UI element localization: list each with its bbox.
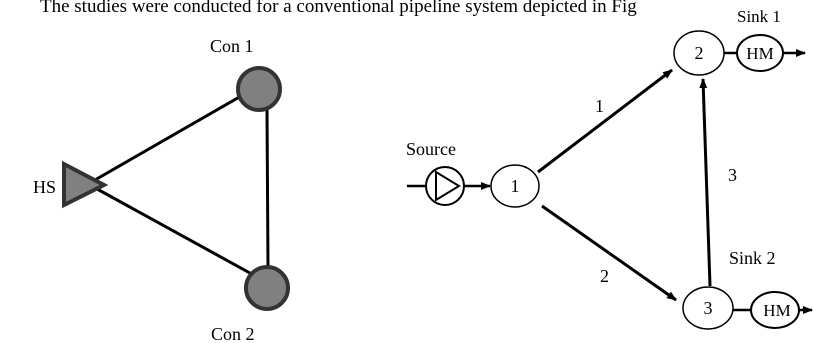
con1-node (236, 66, 282, 112)
pipe-1 (537, 68, 673, 174)
pipe-1-label: 1 (595, 96, 604, 116)
sink2-label: Sink 2 (729, 248, 776, 268)
header-text: The studies were conducted for a convent… (40, 0, 637, 17)
sink1-label: Sink 1 (737, 7, 781, 26)
pipe-3 (699, 78, 712, 287)
pipe-2-label: 2 (600, 266, 609, 286)
pipe-2 (541, 204, 677, 302)
edge-con1-con2 (265, 109, 270, 269)
hs-triangle-node (62, 160, 109, 209)
left-graph: HS Con 1 Con 2 (33, 36, 290, 343)
node-1 (490, 164, 540, 208)
pipe-3-label: 3 (728, 165, 737, 185)
edge-hs-con2 (87, 182, 260, 280)
source-pump-triangle (435, 170, 461, 202)
sink2-hm-label: HM (763, 301, 790, 320)
con2-node (244, 265, 290, 311)
source-label: Source (406, 139, 456, 159)
edge-hs-con1 (87, 86, 256, 186)
hs-label: HS (33, 177, 56, 197)
con2-label: Con 2 (211, 324, 255, 343)
node-3-label: 3 (704, 298, 713, 318)
con1-label: Con 1 (210, 36, 254, 56)
node-2-label: 2 (695, 43, 704, 63)
node-3 (682, 286, 734, 330)
right-graph: 1 2 3 HM HM Source Sink 1 Sink 2 1 2 3 (406, 7, 813, 330)
sink1-hm-label: HM (746, 44, 773, 63)
node-1-label: 1 (511, 176, 520, 196)
